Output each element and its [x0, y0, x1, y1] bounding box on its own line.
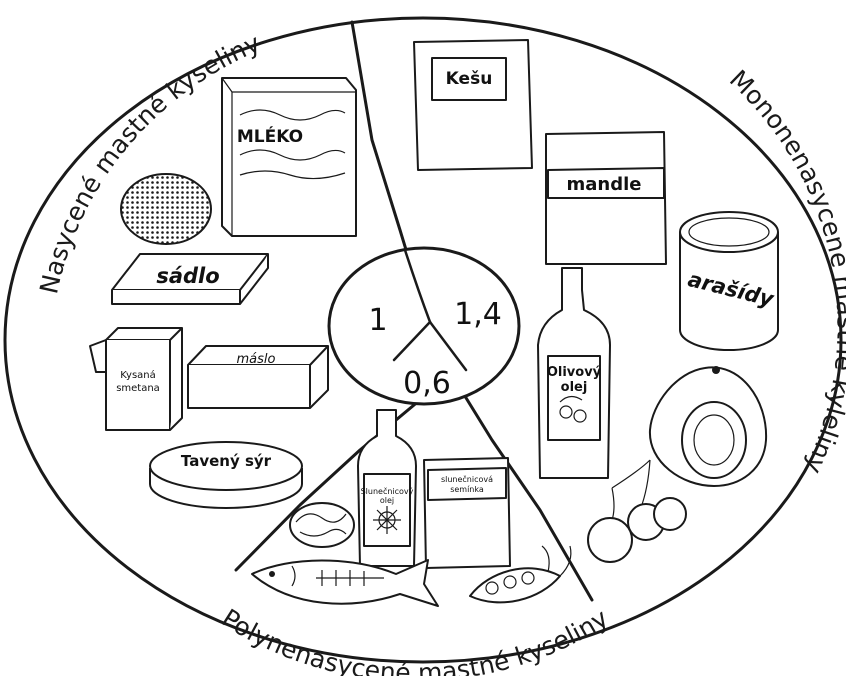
- peanut-can-icon: [679, 211, 779, 351]
- butter-icon: [187, 345, 329, 409]
- fish-icon: [251, 559, 439, 607]
- label-mleko: MLÉKO: [237, 125, 303, 147]
- label-taveny-syr: Tavený sýr: [181, 452, 272, 470]
- label-olivovy-1: Olivový: [547, 365, 602, 380]
- label-sadlo: sádlo: [156, 264, 219, 288]
- walnut-icon: [289, 502, 355, 548]
- ratio-divider-left: [392, 320, 432, 362]
- sour-cream-icon: [89, 327, 183, 431]
- ratio-divider-top: [403, 248, 432, 324]
- label-kysana-1: Kysaná: [120, 369, 156, 381]
- label-maslo: máslo: [237, 352, 276, 367]
- label-slunecnicova-seminka-2: semínka: [450, 485, 484, 494]
- milk-carton-icon: [221, 77, 357, 237]
- label-olivovy-2: olej: [561, 380, 588, 395]
- avocado-icon: [648, 366, 768, 487]
- sunflower-seeds-bag-icon: [423, 457, 511, 569]
- cherry-icon: [587, 459, 687, 563]
- cashew-bag-icon: [413, 39, 533, 171]
- label-slunecnicova-seminka-1: slunečnicová: [441, 474, 493, 484]
- ratio-saturated: 1: [368, 303, 387, 338]
- ratio-circle: [327, 246, 521, 406]
- processed-cheese-icon: [149, 441, 303, 509]
- label-mandle: mandle: [567, 174, 642, 195]
- ratio-polyunsaturated: 0,6: [403, 366, 451, 401]
- almond-bag-icon: [545, 131, 667, 265]
- pea-pod-icon: [469, 545, 572, 604]
- coconut-icon: [120, 173, 212, 245]
- label-kesu: Kešu: [446, 69, 493, 89]
- olive-oil-bottle-icon: [537, 267, 611, 479]
- label-slunecnicovy-olej-2: olej: [380, 496, 394, 505]
- label-kysana-2: smetana: [116, 383, 160, 394]
- lard-block-icon: [111, 253, 269, 305]
- divider-bottom-right: [453, 378, 594, 602]
- label-slunecnicovy-olej-1: Slunečnicový: [361, 486, 414, 496]
- ratio-divider-right: [428, 320, 468, 372]
- ratio-monounsaturated: 1,4: [454, 297, 502, 332]
